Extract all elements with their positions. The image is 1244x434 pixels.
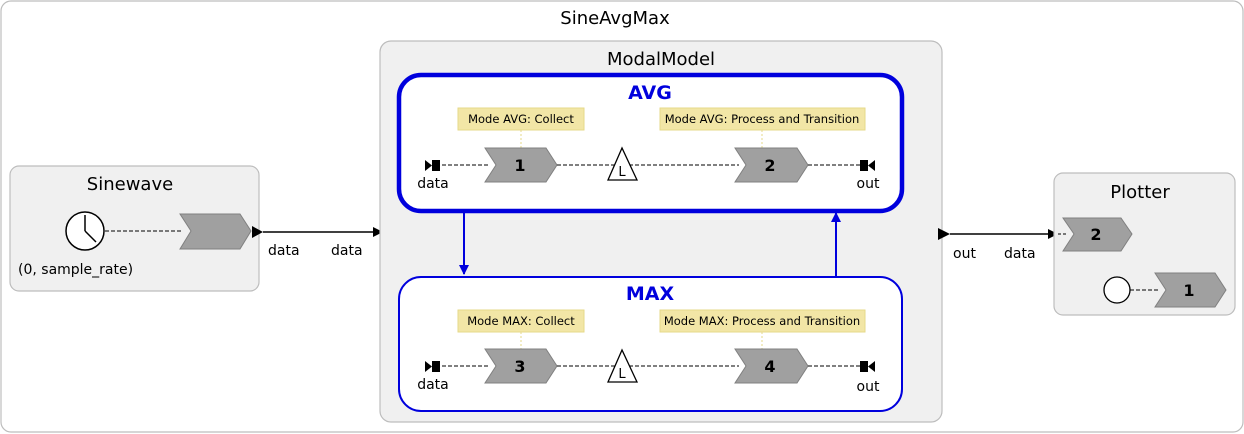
plotter-actor-1[interactable] xyxy=(1154,272,1227,308)
actor-1-label: 1 xyxy=(514,156,525,175)
clock-label: (0, sample_rate) xyxy=(18,262,133,278)
mode-avg-title: AVG xyxy=(628,82,672,104)
svg-text:L: L xyxy=(618,367,626,382)
mode-max-title: MAX xyxy=(626,283,675,305)
actor-3-label: 3 xyxy=(514,357,525,376)
note-avg-collect-text: Mode AVG: Collect xyxy=(468,112,574,126)
avg-data-port-icon xyxy=(425,160,440,171)
actor-3[interactable] xyxy=(484,348,558,384)
actor-1[interactable] xyxy=(484,147,558,183)
max-out-port-icon xyxy=(860,361,875,372)
svg-text:L: L xyxy=(618,165,626,180)
mode-max[interactable]: MAX Mode MAX: Collect Mode MAX: Process … xyxy=(398,276,903,412)
note-max-process-text: Mode MAX: Process and Transition xyxy=(664,314,860,328)
plotter-actor-2[interactable] xyxy=(1062,217,1133,252)
sinewave-block[interactable]: Sinewave (0, sample_rate) xyxy=(9,165,260,292)
sinewave-out-port-label: data xyxy=(268,243,300,259)
modal-in-port-label: data xyxy=(331,243,363,259)
max-left-port-label: data xyxy=(417,377,449,393)
plotter-in-port-label: data xyxy=(1004,246,1036,262)
max-data-port-icon xyxy=(425,361,440,372)
plotter-actor-2-label: 2 xyxy=(1090,225,1101,244)
clock-icon xyxy=(65,211,105,251)
modal-out-port-label: out xyxy=(953,246,976,262)
plotter-actor-1-label: 1 xyxy=(1183,281,1194,300)
modal-to-plotter-connection xyxy=(938,228,1058,240)
max-right-port-label: out xyxy=(857,379,880,395)
sinewave-to-modal-connection xyxy=(252,226,383,238)
avg-right-port-label: out xyxy=(857,176,880,192)
avg-out-port-icon xyxy=(860,160,875,171)
avg-left-port-label: data xyxy=(417,176,449,192)
note-avg-process-text: Mode AVG: Process and Transition xyxy=(665,112,860,126)
source-circle-icon xyxy=(1103,276,1131,304)
actor-2-label: 2 xyxy=(764,156,775,175)
sinewave-title: Sinewave xyxy=(87,174,173,195)
plotter-title: Plotter xyxy=(1110,182,1170,203)
note-max-collect-text: Mode MAX: Collect xyxy=(467,314,575,328)
plotter-block[interactable]: Plotter 2 1 xyxy=(1053,172,1236,316)
sinewave-output-actor[interactable] xyxy=(179,213,252,250)
latch-icon: L xyxy=(607,146,639,181)
actor-2[interactable] xyxy=(734,147,809,183)
mode-avg[interactable]: AVG Mode AVG: Collect Mode AVG: Process … xyxy=(396,72,905,214)
actor-4-label: 4 xyxy=(764,357,775,376)
outer-title: SineAvgMax xyxy=(560,8,670,29)
actor-4[interactable] xyxy=(734,348,809,384)
modal-model-title: ModalModel xyxy=(607,49,715,70)
latch-icon: L xyxy=(607,348,639,383)
